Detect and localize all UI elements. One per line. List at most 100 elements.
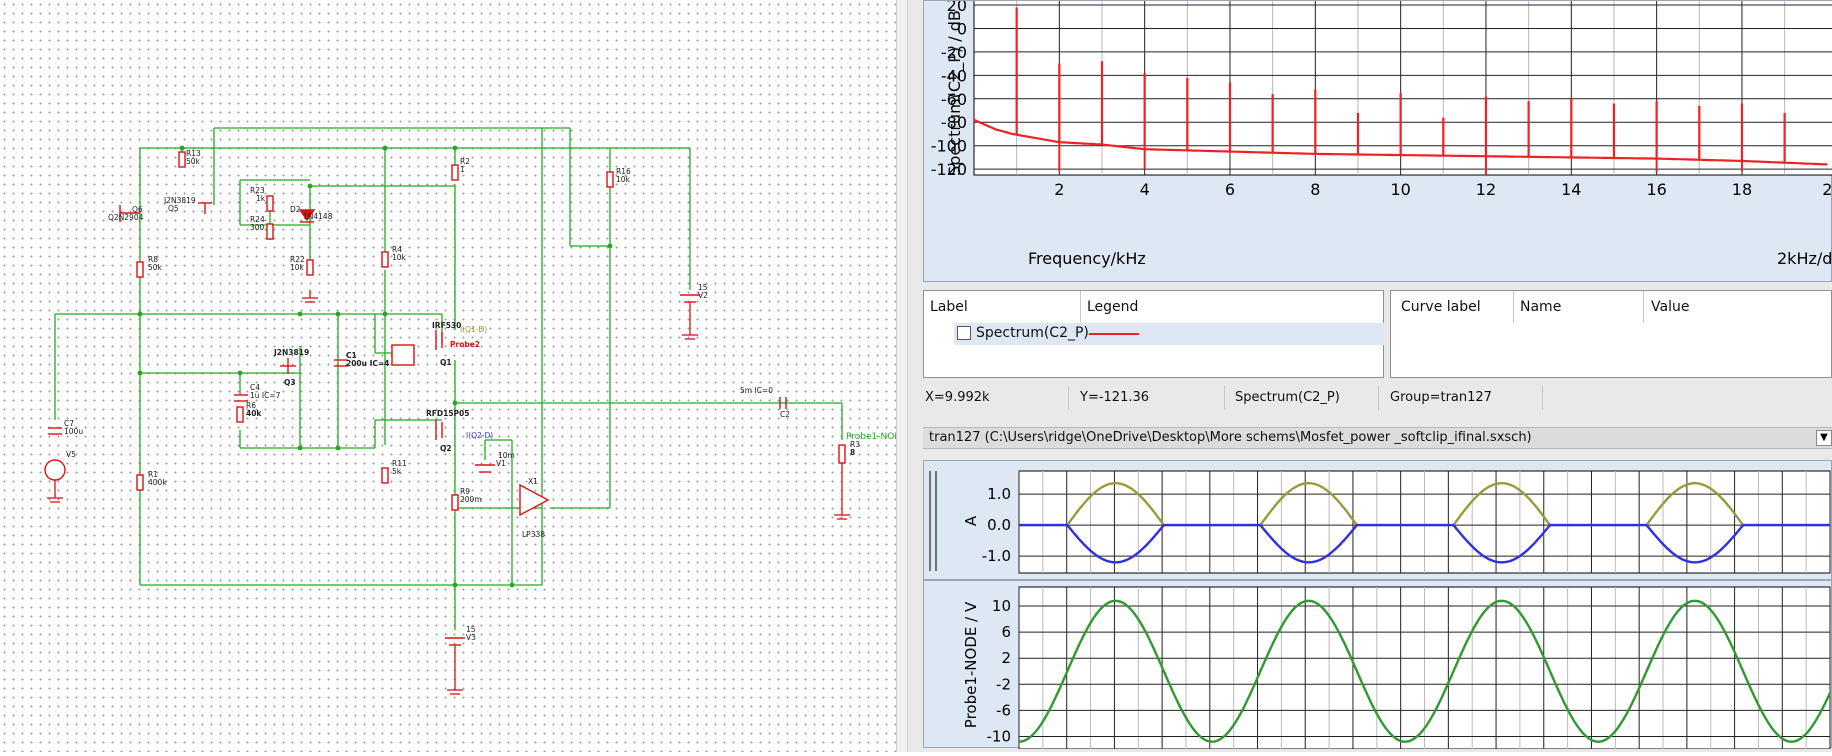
r6-value: 40k xyxy=(246,409,262,418)
spectrum-x-tick-label: 14 xyxy=(1561,180,1581,199)
r2-value: 1 xyxy=(460,165,465,174)
q3-label: Q3 xyxy=(284,378,296,387)
r22-value: 10k xyxy=(290,263,305,272)
current-y-tick-label: -1.0 xyxy=(982,547,1011,565)
curve-info-panel: Curve label Name Value xyxy=(1390,290,1832,378)
probe1-label[interactable]: Probe1-NODE xyxy=(846,432,907,442)
r13-label: R13 xyxy=(186,149,201,158)
spectrum-y-tick-label: -40 xyxy=(941,66,967,85)
v1-label: V1 xyxy=(496,459,506,468)
legend-col-label: Label xyxy=(930,299,968,315)
spectrum-y-tick-label: 0 xyxy=(957,19,967,38)
q2-model: RFD15P05 xyxy=(426,409,470,418)
spectrum-x-tick-label: 18 xyxy=(1732,180,1752,199)
voltage-y-tick-label: 2 xyxy=(1001,649,1011,667)
v3-label: V3 xyxy=(466,633,476,642)
probe2-label[interactable]: Probe2 xyxy=(450,340,480,349)
cursor-x-readout: X=9.992k xyxy=(925,390,990,405)
r23-label: R23 xyxy=(250,186,265,195)
curve-col-value: Value xyxy=(1651,299,1690,315)
current-y-axis-label: A xyxy=(962,515,980,526)
spectrum-y-tick-label: 20 xyxy=(947,1,967,15)
q6-label: Q6 xyxy=(132,205,143,214)
c7-value: 100u xyxy=(64,427,83,436)
r1-label: R1 xyxy=(148,470,158,479)
q5-label: Q5 xyxy=(168,204,179,213)
spectrum-x-tick-label: 2 xyxy=(1822,180,1832,199)
q1-model: IRF530 xyxy=(432,321,461,330)
c2-label: C2 xyxy=(780,410,790,419)
c4-value: 1u IC=7 xyxy=(250,391,281,400)
simulation-tab[interactable]: tran127 (C:\Users\ridge\OneDrive\Desktop… xyxy=(923,427,1832,449)
v2-label: V2 xyxy=(698,291,708,300)
spectrum-x-axis-label: Frequency/kHz xyxy=(1028,249,1146,268)
q1-label: Q1 xyxy=(440,358,452,367)
c1-value: 200u IC=4 xyxy=(346,359,389,368)
current-y-tick-label: 0.0 xyxy=(987,516,1011,534)
r4-value: 10k xyxy=(392,253,407,262)
curve-col-divider-2[interactable] xyxy=(1643,291,1644,323)
v5-label: V5 xyxy=(66,450,76,459)
d2-model: 1N4148 xyxy=(303,212,333,221)
legend-col-legend: Legend xyxy=(1087,299,1139,315)
r22-label: R22 xyxy=(290,255,305,264)
voltage-y-tick-label: -6 xyxy=(996,701,1011,719)
voltage-y-tick-label: 10 xyxy=(992,597,1011,615)
r24-value: 300 xyxy=(250,223,265,232)
c7-label: C7 xyxy=(64,419,74,428)
legend-col-divider[interactable] xyxy=(1080,291,1081,323)
v3-value: 15 xyxy=(466,625,476,634)
schematic-canvas[interactable]: R13 50k J2N3819 Q5 Q6 Q2N2904 R23 1k R24… xyxy=(0,0,907,752)
legend-entry-label: Spectrum(C2_P) xyxy=(976,325,1089,341)
curve-col-name: Name xyxy=(1520,299,1562,315)
c2-ic: 5m IC=0 xyxy=(740,386,773,395)
q2-current-probe[interactable]: I(Q2-D) xyxy=(466,431,493,440)
status-divider xyxy=(1542,386,1543,410)
r2-label: R2 xyxy=(460,157,470,166)
r9-label: R9 xyxy=(460,487,470,496)
c1-label: C1 xyxy=(346,351,357,360)
spectrum-y-tick-label: -60 xyxy=(941,90,967,109)
x1-label: X1 xyxy=(528,477,538,486)
spectrum-y-axis-label: Spectrum(C2_P) / dB xyxy=(945,10,965,176)
spectrum-y-tick-label: -80 xyxy=(941,113,967,132)
splitter-handle[interactable] xyxy=(896,0,908,752)
tab-menu-chevron-icon[interactable]: ▼ xyxy=(1816,430,1832,446)
r16-value: 10k xyxy=(616,175,631,184)
legend-visibility-checkbox[interactable] xyxy=(957,326,971,340)
ground-symbols xyxy=(47,290,850,695)
q1-current-probe[interactable]: I(Q1-D) xyxy=(460,325,487,334)
d2-label: D2 xyxy=(290,205,301,214)
voltage-y-tick-label: -2 xyxy=(996,675,1011,693)
r11-label: R11 xyxy=(392,459,407,468)
legend-row-spectrum[interactable] xyxy=(954,323,1384,345)
spectrum-y-tick-label: -100 xyxy=(931,137,967,156)
schematic-drawing[interactable]: R13 50k J2N3819 Q5 Q6 Q2N2904 R23 1k R24… xyxy=(0,0,907,752)
r8-label: R8 xyxy=(148,255,158,264)
r3-value: 8 xyxy=(850,448,855,457)
v2-value: 15 xyxy=(698,283,708,292)
legend-panel: Label Legend Spectrum(C2_P) xyxy=(923,290,1384,378)
status-divider xyxy=(1378,386,1379,410)
component-symbols xyxy=(44,151,846,646)
simulation-tab-title: tran127 (C:\Users\ridge\OneDrive\Desktop… xyxy=(929,430,1532,445)
status-divider xyxy=(1068,386,1069,410)
spectrum-x-tick-label: 8 xyxy=(1310,180,1320,199)
current-chart[interactable]: 1.00.0-1.0 A xyxy=(924,461,1832,581)
cursor-curve-readout: Spectrum(C2_P) xyxy=(1235,390,1340,405)
curve-col-label: Curve label xyxy=(1401,299,1481,315)
current-waveform xyxy=(1019,523,1830,564)
q5-model: J2N3819 xyxy=(163,196,196,205)
spectrum-x-tick-label: 6 xyxy=(1225,180,1235,199)
r1-value: 400k xyxy=(148,478,167,487)
x1-model: LP338 xyxy=(522,530,545,539)
q3-model: J2N3819 xyxy=(273,348,309,357)
voltage-y-tick-label: 6 xyxy=(1001,623,1011,641)
curve-col-divider-1[interactable] xyxy=(1513,291,1514,323)
